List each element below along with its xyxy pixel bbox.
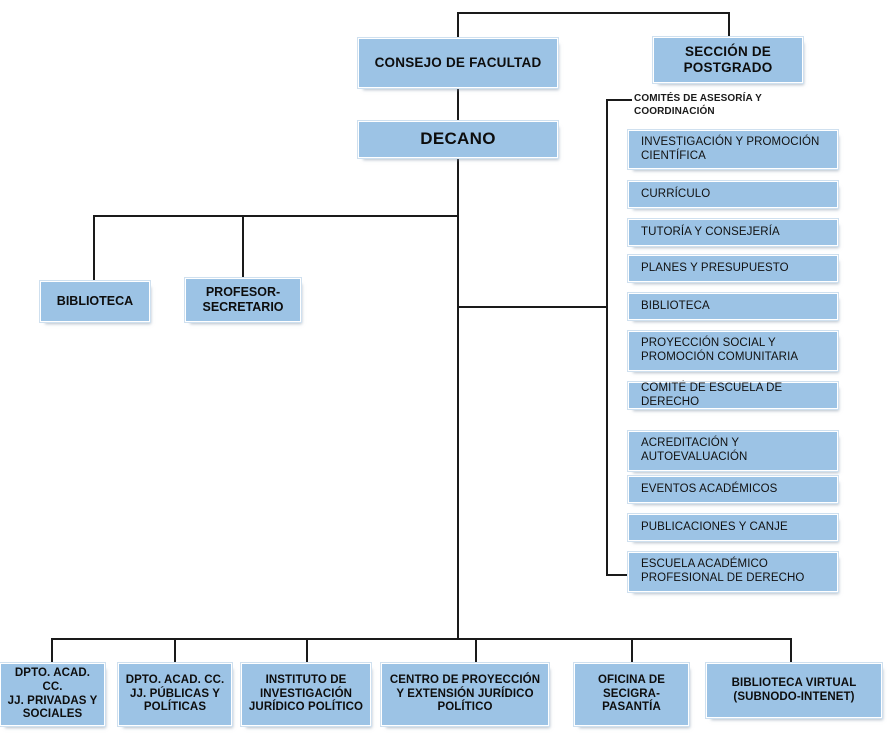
committee-label: EVENTOS ACADÉMICOS bbox=[641, 482, 778, 495]
committee-label: BIBLIOTECA bbox=[641, 299, 710, 312]
connector-top-bridge bbox=[457, 12, 730, 14]
connector-bottom-bus bbox=[51, 638, 792, 640]
committee-label: TUTORÍA Y CONSEJERÍA bbox=[641, 225, 780, 238]
connector-bottom-drop-1 bbox=[51, 638, 53, 663]
connector-left-bus bbox=[93, 215, 458, 217]
connector-committee-caption-stub bbox=[606, 99, 632, 101]
committee-item-curriculo[interactable]: CURRÍCULO bbox=[627, 180, 839, 209]
connector-left-drop-biblioteca bbox=[93, 215, 95, 281]
connector-top-right-drop bbox=[728, 12, 730, 37]
committee-label: CURRÍCULO bbox=[641, 187, 711, 200]
connector-top-left-drop bbox=[457, 12, 459, 38]
connector-bottom-drop-6 bbox=[790, 638, 792, 663]
committee-label: COMITÉ DE ESCUELA DE DERECHO bbox=[641, 381, 783, 408]
connector-bottom-drop-2 bbox=[174, 638, 176, 663]
node-consejo-label: CONSEJO DE FACULTAD bbox=[374, 55, 542, 71]
connector-main-trunk bbox=[457, 158, 459, 639]
node-profesor-secretario[interactable]: PROFESOR-SECRETARIO bbox=[184, 277, 302, 323]
committee-label: PLANES Y PRESUPUESTO bbox=[641, 261, 789, 274]
committee-item-eventos-academicos[interactable]: EVENTOS ACADÉMICOS bbox=[627, 475, 839, 504]
unit-biblioteca-virtual-subnodo[interactable]: BIBLIOTECA VIRTUAL(SUBNODO-INTENET) bbox=[705, 662, 883, 719]
node-biblioteca[interactable]: BIBLIOTECA bbox=[39, 280, 151, 323]
connector-trunk-to-committees bbox=[457, 306, 608, 308]
committee-item-biblioteca[interactable]: BIBLIOTECA bbox=[627, 292, 839, 321]
committee-label: PUBLICACIONES Y CANJE bbox=[641, 520, 788, 533]
node-decano-label: DECANO bbox=[420, 129, 496, 149]
connector-committee-bottom-stub bbox=[606, 574, 632, 576]
node-biblioteca-label: BIBLIOTECA bbox=[56, 294, 134, 309]
committee-item-publicaciones-canje[interactable]: PUBLICACIONES Y CANJE bbox=[627, 513, 839, 542]
connector-bottom-drop-5 bbox=[631, 638, 633, 663]
unit-label: BIBLIOTECA VIRTUAL(SUBNODO-INTENET) bbox=[731, 676, 857, 703]
node-consejo-de-facultad[interactable]: CONSEJO DE FACULTAD bbox=[357, 37, 559, 89]
connector-committee-spine bbox=[606, 99, 608, 576]
node-decano[interactable]: DECANO bbox=[357, 120, 559, 159]
committee-item-tutoria-consejeria[interactable]: TUTORÍA Y CONSEJERÍA bbox=[627, 218, 839, 247]
committee-item-comite-escuela-derecho[interactable]: COMITÉ DE ESCUELA DE DERECHO bbox=[627, 381, 839, 410]
connector-left-drop-profesor bbox=[242, 215, 244, 281]
node-profesor-secretario-label: PROFESOR-SECRETARIO bbox=[202, 285, 284, 314]
committee-item-planes-presupuesto[interactable]: PLANES Y PRESUPUESTO bbox=[627, 254, 839, 283]
connector-consejo-decano bbox=[457, 88, 459, 121]
connector-bottom-drop-3 bbox=[306, 638, 308, 663]
connector-bottom-drop-4 bbox=[475, 638, 477, 663]
